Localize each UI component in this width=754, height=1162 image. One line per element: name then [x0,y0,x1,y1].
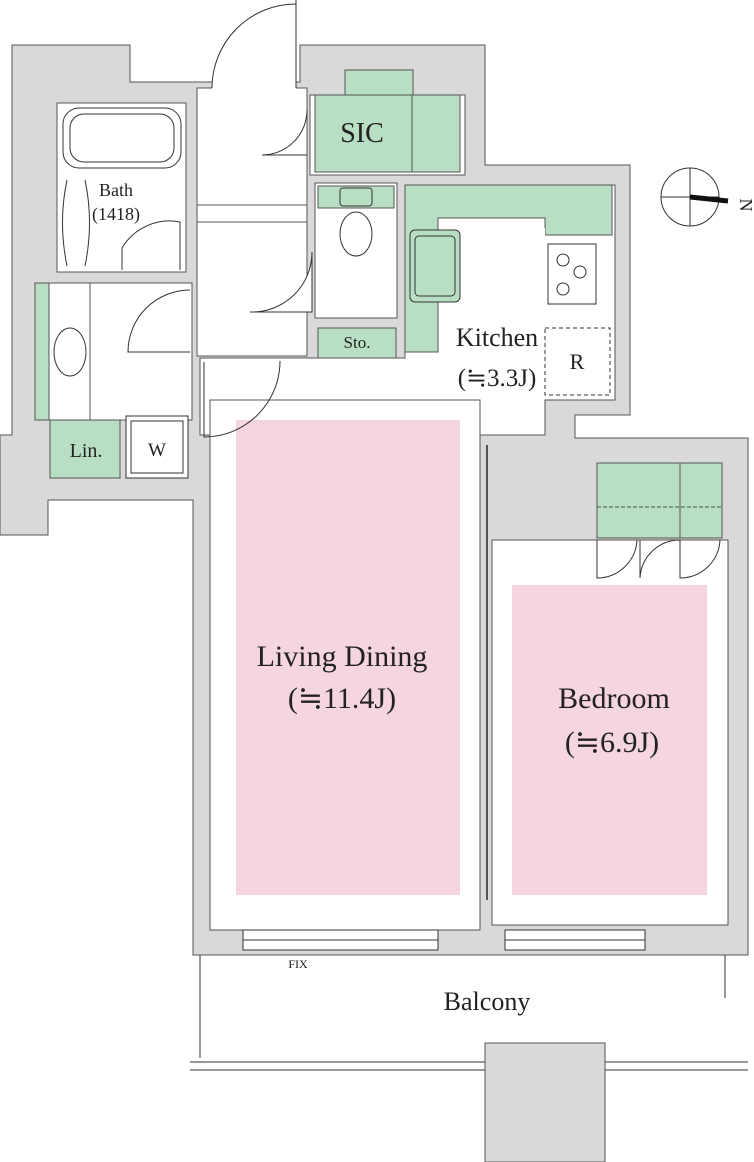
sic-label: SIC [340,118,384,149]
fix-window-label: FIX [288,957,308,971]
bath-label: Bath [99,180,133,200]
sink-icon [409,229,461,303]
refrigerator-label: R [570,349,585,374]
linen-label: Lin. [70,440,103,462]
linen-closet [49,419,121,479]
washer-label: W [148,440,166,461]
bedroom-label: Bedroom [558,682,670,715]
living-dining-label: Living Dining [257,640,428,673]
compass-north-label: N [736,199,754,212]
toilet-icon [339,187,373,207]
north-compass-icon [660,167,729,227]
bath-size-label: (1418) [92,204,140,225]
kitchen-label: Kitchen [456,323,538,352]
kitchen-counter [404,184,613,353]
bedroom-area-label: (≒6.9J) [565,726,659,759]
storage-closet [317,327,397,359]
balcony-label: Balcony [444,987,531,1016]
entrance-door[interactable] [211,0,297,89]
washer-space [125,415,189,479]
balcony-outline [190,955,748,1071]
washbasin-icon [53,327,87,377]
stove-icon [547,243,597,305]
living-dining-area-label: (≒11.4J) [288,682,396,715]
refrigerator-space [544,327,611,396]
kitchen-area-label: (≒3.3J) [458,365,537,392]
balcony-column [484,1042,606,1162]
bedroom-closet [596,462,723,539]
bathtub-icon [62,107,182,169]
storage-label: Sto. [344,333,371,352]
